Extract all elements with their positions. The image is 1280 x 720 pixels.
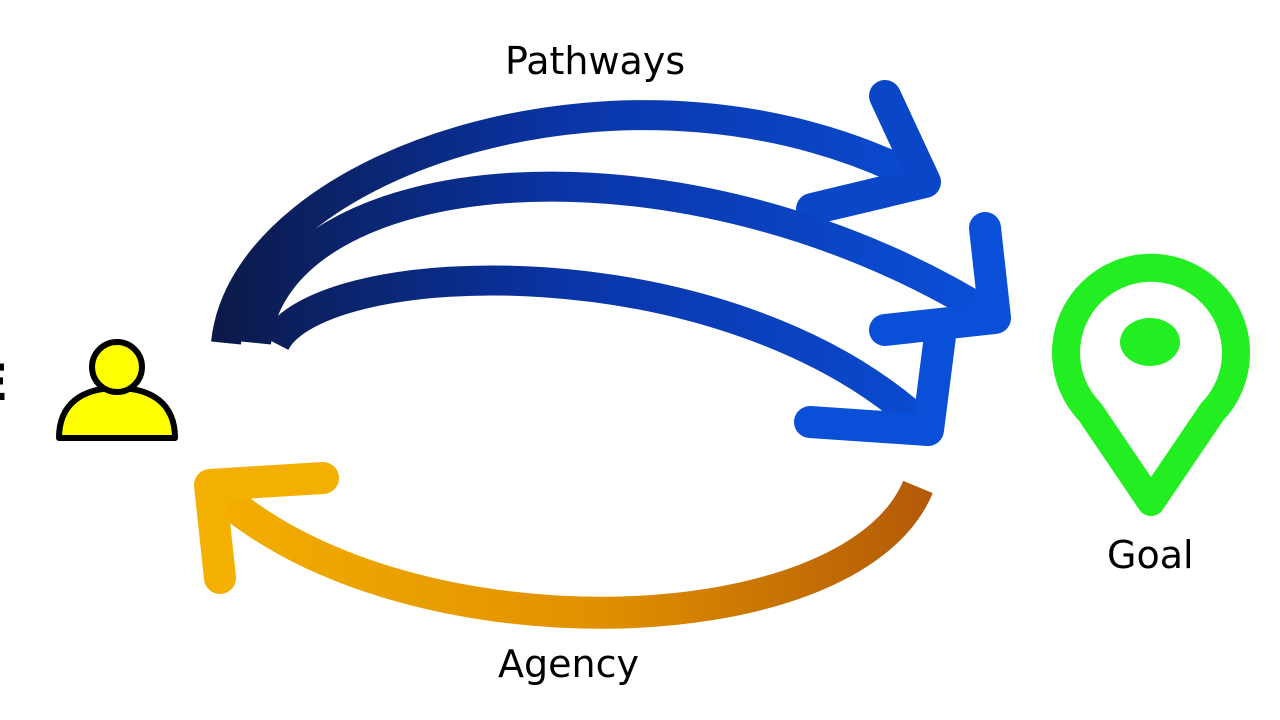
left-edge-text-fragment: E — [0, 358, 8, 408]
agency-arrow — [194, 462, 933, 629]
location-pin-icon — [1052, 253, 1250, 516]
pathways-label: Pathways — [505, 39, 686, 83]
pathway-arrow-3 — [261, 265, 956, 446]
goal-label: Goal — [1107, 533, 1194, 577]
agency-label: Agency — [498, 642, 639, 686]
pathway-arrow-2 — [241, 171, 1011, 346]
pathway-arrow-1 — [211, 80, 941, 346]
person-icon — [56, 339, 178, 441]
